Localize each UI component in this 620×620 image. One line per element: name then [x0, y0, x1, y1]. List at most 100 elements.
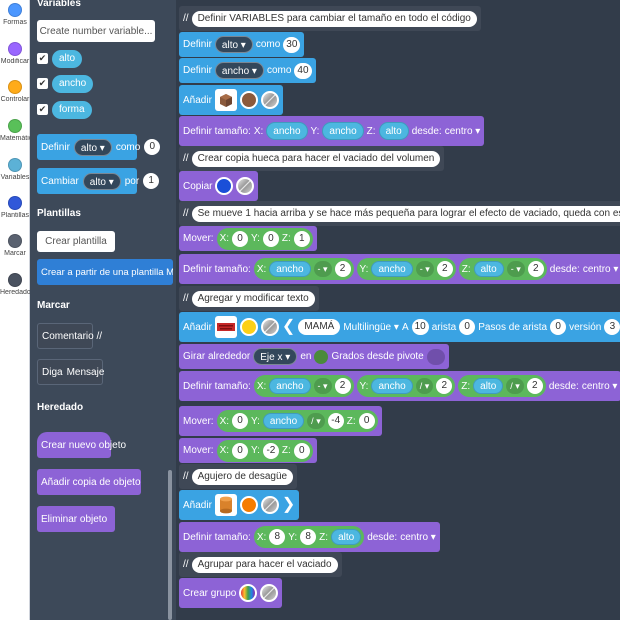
comment-block-4[interactable]: // Agregar y modificar texto	[179, 286, 319, 311]
from-template-button[interactable]: Crear a partir de una plantilla Matera	[37, 259, 173, 285]
variable-forma[interactable]: forma	[52, 101, 92, 119]
pivot-slot[interactable]	[426, 348, 445, 365]
change-variable-block[interactable]: Cambiar alto ▾ por 1	[37, 168, 160, 194]
x-variable[interactable]: ancho	[269, 378, 311, 394]
x-operator[interactable]: - ▾	[313, 261, 332, 277]
chevron-right-icon[interactable]: ❯	[281, 496, 296, 513]
z-value[interactable]: 0	[293, 442, 310, 459]
orange-circle-icon[interactable]	[239, 496, 258, 514]
checkbox-forma[interactable]: ✔	[37, 104, 48, 115]
origin-dropdown[interactable]: centro ▾	[582, 263, 619, 275]
yellow-circle-icon[interactable]	[239, 318, 258, 336]
var-dropdown[interactable]: alto ▾	[214, 36, 253, 53]
checkbox-ancho[interactable]: ✔	[37, 78, 48, 89]
y-variable[interactable]: ancho	[322, 122, 364, 140]
steps-value[interactable]: 0	[550, 319, 567, 335]
set-ancho-block[interactable]: Definir ancho ▾ como 40	[179, 58, 316, 83]
variable-alto[interactable]: alto	[52, 50, 83, 68]
x-value[interactable]: 0	[232, 442, 249, 459]
comment-block-5[interactable]: // Agujero de desagüe	[179, 464, 298, 489]
category-heredado[interactable]: Heredado	[0, 273, 30, 296]
y-number[interactable]: 2	[436, 378, 453, 394]
move-block-1[interactable]: Mover: X: 0 Y: 0 Z: 1	[179, 226, 317, 251]
value-field[interactable]: 40	[294, 62, 312, 79]
y-number[interactable]: -4	[327, 413, 344, 429]
comment-text[interactable]: Se mueve 1 hacia arriba y se hace más pe…	[191, 205, 620, 222]
origin-dropdown[interactable]: centro ▾	[444, 125, 481, 137]
axis-dropdown[interactable]: Eje x ▾	[253, 348, 298, 365]
set-size-block-1[interactable]: Definir tamaño: X: ancho Y: ancho Z: alt…	[179, 116, 485, 146]
copy-block[interactable]: Copiar	[179, 171, 259, 201]
say-value[interactable]: Mensaje	[66, 366, 105, 378]
comment-block-6[interactable]: // Agrupar para hacer el vaciado	[179, 552, 342, 577]
y-value[interactable]: 0	[262, 230, 279, 247]
z-operator[interactable]: / ▾	[506, 378, 524, 394]
comment-text[interactable]: Definir VARIABLES para cambiar el tamaño…	[191, 10, 477, 27]
font-dropdown[interactable]: Multilingüe ▾	[343, 321, 399, 333]
x-value[interactable]: 8	[269, 529, 286, 545]
create-variable-button[interactable]: Create number variable...	[37, 20, 155, 42]
x-variable[interactable]: ancho	[269, 261, 311, 277]
value-field[interactable]: 30	[283, 36, 301, 53]
x-operator[interactable]: - ▾	[313, 378, 332, 394]
brown-circle-icon[interactable]	[239, 91, 258, 109]
category-modificar[interactable]: Modificar	[0, 42, 30, 65]
category-marcar[interactable]: Marcar	[0, 234, 30, 257]
set-var-dropdown[interactable]: alto ▾	[73, 138, 112, 156]
z-variable[interactable]: alto	[378, 122, 409, 140]
origin-dropdown[interactable]: centro ▾	[400, 531, 436, 543]
chevron-left-icon[interactable]: ❮	[281, 318, 296, 335]
say-block[interactable]: Diga Mensaje	[37, 359, 105, 385]
y-operator[interactable]: / ▾	[307, 413, 325, 429]
create-template-button[interactable]: Crear plantilla	[37, 231, 115, 252]
category-matematicas[interactable]: Matemáticas	[0, 119, 30, 142]
set-value[interactable]: 0	[144, 139, 161, 155]
y-value[interactable]: 8	[300, 529, 317, 545]
z-variable[interactable]: alto	[331, 529, 362, 545]
code-workspace[interactable]: // Definir VARIABLES para cambiar el tam…	[176, 0, 620, 620]
glass-material-icon[interactable]	[260, 318, 279, 336]
set-variable-block[interactable]: Definir alto ▾ como 0	[37, 134, 161, 160]
move-block-2[interactable]: Mover: X: 0 Y: ancho / ▾ -4 Z: 0	[179, 406, 382, 436]
change-value[interactable]: 1	[143, 173, 160, 189]
flyout-scrollbar[interactable]	[168, 470, 172, 620]
add-shape-block-1[interactable]: Añadir	[179, 85, 283, 115]
y-operator[interactable]: - ▾	[415, 261, 434, 277]
glass-material-icon[interactable]	[260, 496, 279, 514]
comment-text[interactable]: Crear copia hueca para hacer el vaciado …	[191, 150, 441, 167]
box-shape-icon[interactable]	[214, 89, 237, 111]
add-text-block[interactable]: Añadir ❮ MAMÁ Multilingüe ▾ A 10 arista …	[179, 312, 620, 342]
a-value[interactable]: 10	[411, 319, 429, 335]
checkbox-alto[interactable]: ✔	[37, 53, 48, 64]
text-shape-icon[interactable]	[214, 316, 237, 338]
glass-material-icon[interactable]	[236, 177, 255, 195]
move-block-3[interactable]: Mover: X: 0 Y: -2 Z: 0	[179, 438, 317, 463]
y-operator[interactable]: / ▾	[415, 378, 434, 394]
comment-block-1[interactable]: // Definir VARIABLES para cambiar el tam…	[179, 6, 481, 31]
z-number[interactable]: 2	[526, 378, 543, 394]
z-value[interactable]: 0	[358, 413, 375, 429]
comment-text[interactable]: Agrupar para hacer el vaciado	[191, 556, 338, 573]
z-variable[interactable]: alto	[473, 261, 504, 277]
set-size-block-4[interactable]: Definir tamaño: X: 8 Y: 8 Z: alto desde:…	[179, 522, 440, 552]
rotate-block[interactable]: Girar alrededor Eje x ▾ en Grados desde …	[179, 344, 449, 369]
z-value[interactable]: 1	[293, 230, 310, 247]
edge-value[interactable]: 0	[459, 319, 476, 335]
comment-text[interactable]: Agujero de desagüe	[191, 468, 294, 485]
y-value[interactable]: -2	[262, 442, 279, 459]
rainbow-circle-icon[interactable]	[239, 584, 258, 602]
x-number[interactable]: 2	[334, 378, 351, 394]
comment-block-3[interactable]: // Se mueve 1 hacia arriba y se hace más…	[179, 201, 620, 226]
set-alto-block[interactable]: Definir alto ▾ como 30	[179, 32, 305, 57]
glass-material-icon[interactable]	[260, 91, 279, 109]
z-operator[interactable]: - ▾	[506, 261, 525, 277]
y-number[interactable]: 2	[436, 261, 453, 277]
version-value[interactable]: 3	[604, 319, 620, 335]
set-size-block-2[interactable]: Definir tamaño: X: ancho - ▾ 2 Y: ancho …	[179, 254, 620, 284]
add-copy-block[interactable]: Añadir copia de objeto	[37, 469, 141, 495]
comment-block-2[interactable]: // Crear copia hueca para hacer el vacia…	[179, 146, 445, 171]
x-number[interactable]: 2	[334, 261, 351, 277]
glass-material-icon[interactable]	[260, 584, 279, 602]
x-value[interactable]: 0	[232, 413, 249, 429]
angle-slot[interactable]	[314, 349, 329, 364]
